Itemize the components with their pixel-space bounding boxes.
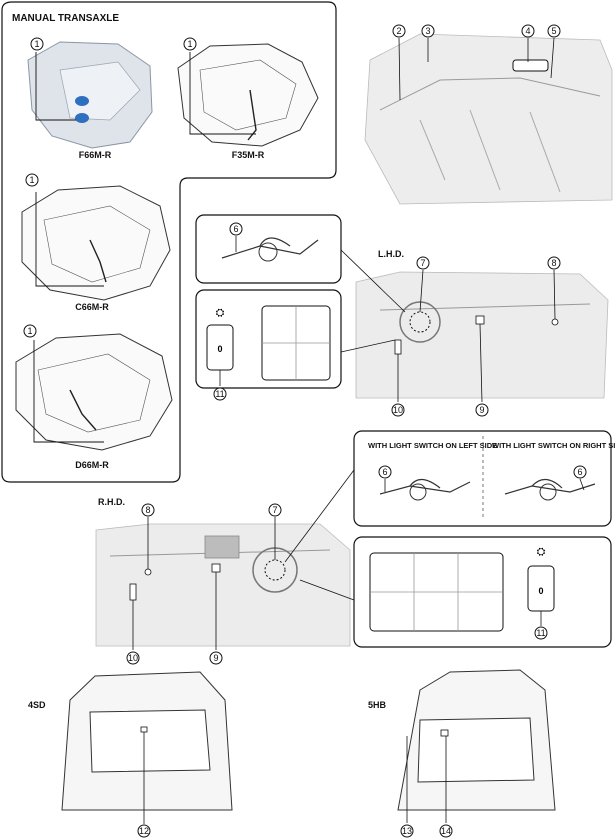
callout-3: 3 xyxy=(421,24,435,38)
callout-8: 8 xyxy=(547,256,561,270)
svg-text:9: 9 xyxy=(479,405,484,415)
transaxle-title: MANUAL TRANSAXLE xyxy=(12,13,119,24)
callout-1: 1 xyxy=(30,37,44,51)
switch-highlight xyxy=(75,96,89,106)
callout-6-left: 6 xyxy=(378,465,392,479)
callout-11: 11 xyxy=(534,626,548,640)
rhd-label: R.H.D. xyxy=(98,497,125,507)
callout-10: 10 xyxy=(391,403,405,417)
transaxle-f66m-r: 1 F66M-R xyxy=(27,37,153,160)
callout-5: 5 xyxy=(547,24,561,38)
transaxle-d66m-r: 1 D66M-R xyxy=(15,324,173,470)
model-label: F66M-R xyxy=(79,150,112,160)
callout-6-right: 6 xyxy=(573,465,587,479)
callout-10: 10 xyxy=(126,651,140,665)
svg-text:1: 1 xyxy=(27,326,32,336)
svg-text:10: 10 xyxy=(128,653,138,663)
svg-text:1: 1 xyxy=(29,175,34,185)
switch-variants-box: WITH LIGHT SWITCH ON LEFT SIDE WITH LIGH… xyxy=(353,430,615,527)
svg-text:1: 1 xyxy=(34,39,39,49)
lhd-section: 6 ⛭ 0 11 L.H.D. 7 8 9 10 xyxy=(195,214,609,417)
hatchback-label: 5HB xyxy=(368,700,387,710)
sedan-label: 4SD xyxy=(28,700,46,710)
callout-11: 11 xyxy=(213,387,227,401)
svg-text:7: 7 xyxy=(420,258,425,268)
svg-text:1: 1 xyxy=(187,39,192,49)
callout-12: 12 xyxy=(137,824,151,838)
callout-8: 8 xyxy=(141,503,155,517)
svg-text:2: 2 xyxy=(396,26,401,36)
svg-text:6: 6 xyxy=(382,467,387,477)
model-label: D66M-R xyxy=(75,460,109,470)
model-label: F35M-R xyxy=(232,150,265,160)
model-label: C66M-R xyxy=(75,302,109,312)
callout-7: 7 xyxy=(416,256,430,270)
svg-text:13: 13 xyxy=(402,826,412,836)
callout-1: 1 xyxy=(25,173,39,187)
svg-text:6: 6 xyxy=(577,467,582,477)
callout-7: 7 xyxy=(268,503,282,517)
callout-2: 2 xyxy=(392,24,406,38)
sedan-rear-view: 4SD 12 xyxy=(28,671,233,838)
svg-text:11: 11 xyxy=(215,389,224,399)
switch-highlight xyxy=(75,113,89,123)
callout-9: 9 xyxy=(475,403,489,417)
interior-view: 2 3 4 5 xyxy=(364,24,613,205)
callout-9: 9 xyxy=(209,651,223,665)
svg-text:5: 5 xyxy=(551,26,556,36)
svg-text:3: 3 xyxy=(425,26,430,36)
svg-text:4: 4 xyxy=(525,26,530,36)
right-side-label: WITH LIGHT SWITCH ON RIGHT SIDE xyxy=(492,441,615,450)
callout-14: 14 xyxy=(439,824,453,838)
dimmer-zero-mark: 0 xyxy=(217,344,222,354)
svg-text:6: 6 xyxy=(233,224,238,234)
callout-6: 6 xyxy=(229,222,243,236)
svg-text:8: 8 xyxy=(551,258,556,268)
transaxle-panel-border xyxy=(1,1,337,483)
callout-1: 1 xyxy=(23,324,37,338)
callout-4: 4 xyxy=(521,24,535,38)
svg-text:9: 9 xyxy=(213,653,218,663)
svg-text:10: 10 xyxy=(393,405,403,415)
svg-text:8: 8 xyxy=(145,505,150,515)
headlight-icon: ⛭ xyxy=(216,307,225,319)
combination-switch-box xyxy=(195,214,342,284)
transaxle-f35m-r: 1 F35M-R xyxy=(177,37,319,160)
svg-text:7: 7 xyxy=(272,505,277,515)
svg-text:12: 12 xyxy=(139,826,149,836)
callout-1: 1 xyxy=(183,37,197,51)
rhd-section: R.H.D. 8 7 9 10 ⛭ 0 11 xyxy=(95,469,612,665)
transaxle-c66m-r: 1 C66M-R xyxy=(21,173,171,312)
headlight-icon: ⛭ xyxy=(537,546,546,558)
svg-text:11: 11 xyxy=(536,628,545,638)
dimmer-zero-mark: 0 xyxy=(538,586,543,596)
svg-text:14: 14 xyxy=(441,826,451,836)
hatchback-rear-view: 5HB 13 14 xyxy=(368,669,556,838)
left-side-label: WITH LIGHT SWITCH ON LEFT SIDE xyxy=(368,441,497,450)
lhd-label: L.H.D. xyxy=(378,249,404,259)
callout-13: 13 xyxy=(400,824,414,838)
